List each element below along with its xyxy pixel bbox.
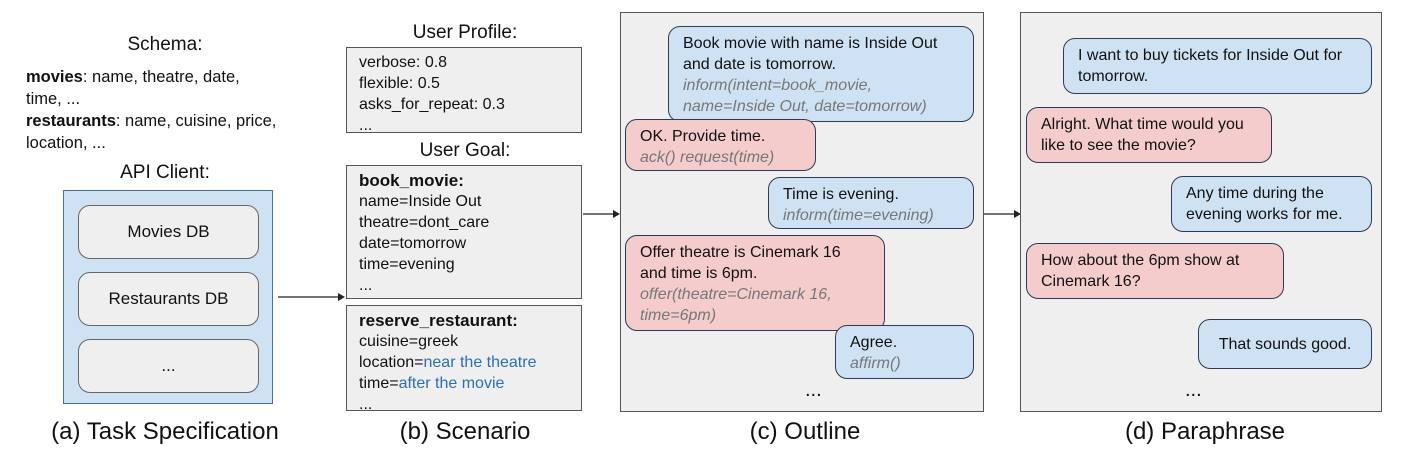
restaurants-db: Restaurants DB <box>78 272 259 326</box>
goal-item: date=tomorrow <box>359 235 467 252</box>
profile-item: ... <box>359 117 373 134</box>
outline-ellipsis: ... <box>805 379 822 401</box>
paraphrase-system-turn: Alright. What time would you like to see… <box>1026 107 1272 163</box>
caption-paraphrase: (d) Paraphrase <box>1124 418 1286 445</box>
goal-item: name=Inside Out <box>359 193 482 210</box>
paraphrase-panel: I want to buy tickets for Inside Out for… <box>1020 12 1382 412</box>
caption-outline: (c) Outline <box>749 418 861 445</box>
outline-user-turn: Agree. affirm() <box>835 325 974 379</box>
goal-item: ... <box>359 396 373 413</box>
arrow-task-to-scenario <box>278 293 345 301</box>
schema-line-restaurants-cont: location, ... <box>26 134 106 152</box>
goal-name: book_movie: <box>359 171 464 190</box>
movies-db: Movies DB <box>78 205 259 259</box>
api-client-box: Movies DB Restaurants DB ... <box>63 190 273 404</box>
paraphrase-ellipsis: ... <box>1185 379 1202 401</box>
outline-system-turn: Offer theatre is Cinemark 16 and time is… <box>625 235 885 331</box>
user-goal-title: User Goal: <box>419 140 511 161</box>
goal-book-movie-box: book_movie: name=Inside Out theatre=dont… <box>346 165 582 299</box>
caption-scenario: (b) Scenario <box>399 418 531 445</box>
outline-panel: Book movie with name is Inside Out and d… <box>620 12 984 412</box>
paraphrase-system-turn: How about the 6pm show at Cinemark 16? <box>1026 243 1284 299</box>
profile-item: verbose: 0.8 <box>359 54 448 71</box>
more-db: ... <box>78 339 259 393</box>
paraphrase-user-turn: I want to buy tickets for Inside Out for… <box>1063 38 1372 94</box>
arrow-outline-to-paraphrase <box>984 210 1021 218</box>
schema-title: Schema: <box>127 34 203 55</box>
schema-line-restaurants: restaurants: name, cuisine, price, <box>26 112 277 130</box>
profile-item: asks_for_repeat: 0.3 <box>359 96 505 113</box>
user-profile-title: User Profile: <box>412 22 518 43</box>
outline-system-turn: OK. Provide time. ack() request(time) <box>625 119 816 171</box>
paraphrase-user-turn: That sounds good. <box>1198 319 1372 369</box>
goal-item: cuisine=greek <box>359 333 459 350</box>
goal-name: reserve_restaurant: <box>359 311 518 330</box>
schema-line-movies-cont: time, ... <box>26 90 81 108</box>
schema-block: movies: name, theatre, date, time, ... r… <box>26 66 326 154</box>
outline-user-turn: Time is evening. inform(time=evening) <box>768 177 974 229</box>
user-profile-box: verbose: 0.8 flexible: 0.5 asks_for_repe… <box>346 47 582 134</box>
goal-item: time=evening <box>359 256 455 273</box>
schema-line-movies: movies: name, theatre, date, <box>26 68 240 86</box>
caption-task-specification: (a) Task Specification <box>51 418 279 445</box>
goal-item: theatre=dont_care <box>359 214 490 231</box>
paraphrase-user-turn: Any time during the evening works for me… <box>1171 176 1372 232</box>
outline-user-turn: Book movie with name is Inside Out and d… <box>668 26 974 122</box>
goal-item: ... <box>359 277 373 294</box>
goal-item: location=near the theatre <box>359 354 537 371</box>
profile-item: flexible: 0.5 <box>359 75 440 92</box>
goal-item: time=after the movie <box>359 375 505 392</box>
arrow-scenario-to-outline <box>583 210 620 218</box>
goal-reserve-restaurant-box: reserve_restaurant: cuisine=greek locati… <box>346 305 582 413</box>
api-client-title: API Client: <box>120 162 210 183</box>
